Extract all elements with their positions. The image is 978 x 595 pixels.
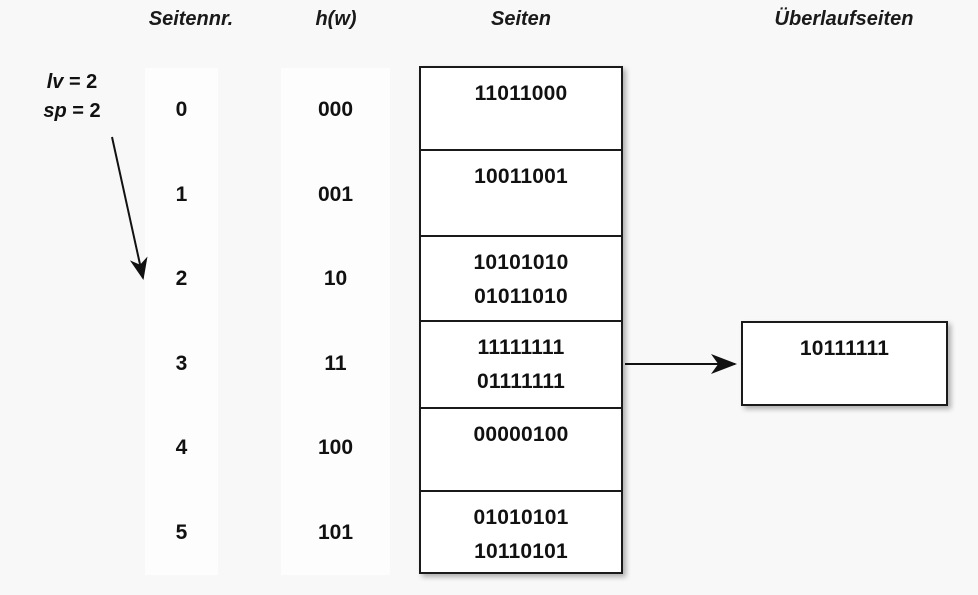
page-number-cell: 5 [175,520,188,544]
hash-value-cell: 101 [317,520,354,544]
page-number-cell: 1 [175,182,188,206]
record-value: 10110101 [474,540,568,564]
record-value: 01011010 [474,285,568,309]
page-bucket-row: 10011001 [421,151,621,237]
seiten-table: 11011000 10011001 10101010 01011010 1111… [419,66,623,574]
parameter-sp-value: = 2 [72,100,101,122]
page-bucket-row: 11011000 [421,68,621,151]
record-value: 10101010 [473,251,569,274]
parameter-lv-name: lv [46,71,64,93]
page-number-cell: 4 [175,436,188,460]
parameter-sp-name: sp [43,100,67,122]
record-value: 01111111 [476,370,566,394]
hash-value-cell: 11 [324,351,347,375]
page-bucket-row: 10101010 01011010 [421,237,621,322]
page-bucket-row: 01010101 10110101 [421,492,621,572]
record-value: 00000100 [473,423,569,446]
record-value: 01010101 [473,506,569,529]
parameter-lv: lv = 2 [12,68,132,97]
column-header-ueberlaufseiten: Überlaufseiten [774,8,914,30]
record-value: 10011001 [474,165,568,188]
page-number-cell: 2 [175,267,188,291]
page-number-cell: 0 [175,98,188,122]
record-value: 10111111 [799,337,890,360]
column-header-seiten: Seiten [490,8,552,30]
page-number-cell: 3 [175,351,188,375]
hash-value-cell: 100 [317,436,354,460]
hash-value-cell: 001 [317,182,354,206]
column-hash-values: 000 001 10 11 100 101 [281,68,390,575]
page-bucket-row: 00000100 [421,409,621,492]
parameter-sp: sp = 2 [12,97,132,126]
column-header-hw: h(w) [315,8,357,30]
split-pointer-arrow [111,136,148,280]
hash-value-cell: 000 [317,98,354,122]
record-value: 11011000 [474,82,568,105]
record-value: 11111111 [477,336,565,359]
page-bucket-row: 11111111 01111111 [421,322,621,409]
hash-value-cell: 10 [323,267,348,291]
column-header-seitennr: Seitennr. [148,8,234,30]
parameter-annotation: lv = 2 sp = 2 [12,68,132,126]
overflow-page-box: 10111111 [741,321,948,406]
parameter-lv-value: = 2 [68,71,98,93]
column-seitennr: 0 1 2 3 4 5 [145,68,218,575]
